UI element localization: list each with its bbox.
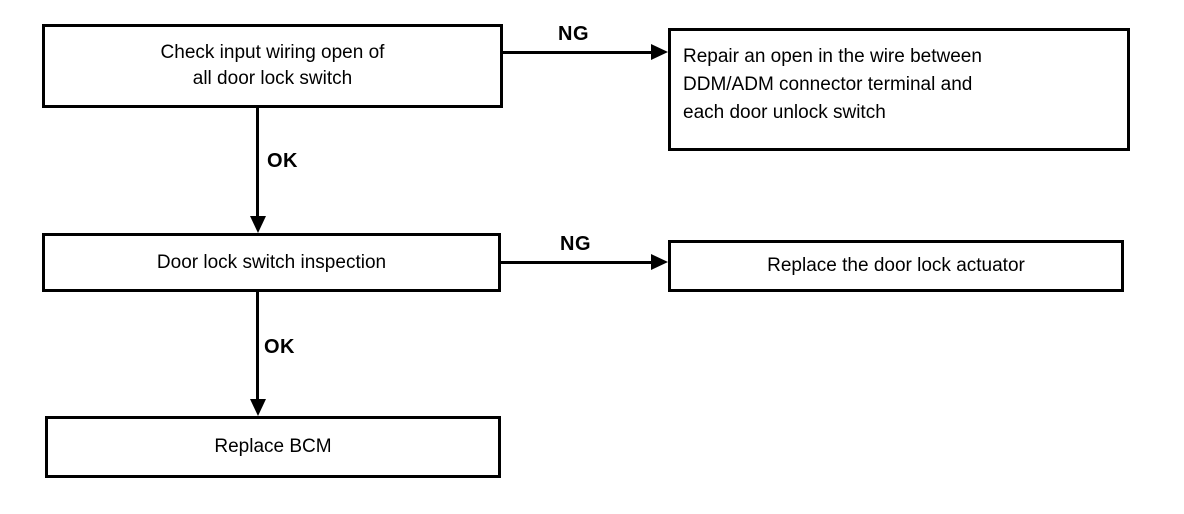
- node-text-line: all door lock switch: [192, 68, 353, 89]
- node-replace-door-lock-actuator: Replace the door lock actuator: [668, 240, 1124, 292]
- connector-ok-bottom-line: [256, 292, 259, 402]
- arrow-down-icon: [250, 399, 266, 416]
- node-repair-open-wire: Repair an open in the wire between DDM/A…: [668, 28, 1130, 151]
- edge-label-ng-top: NG: [558, 23, 589, 45]
- node-text-line: each door unlock switch: [683, 102, 886, 123]
- connector-ng-top-line: [503, 51, 653, 54]
- node-check-input-wiring: Check input wiring open of all door lock…: [42, 24, 503, 108]
- edge-label-ok-bottom: OK: [264, 336, 295, 358]
- connector-ng-middle-line: [500, 261, 653, 264]
- node-text-line: Check input wiring open of: [160, 42, 385, 63]
- arrow-down-icon: [250, 216, 266, 233]
- node-text-line: Replace BCM: [214, 436, 332, 457]
- edge-label-ok-top: OK: [267, 150, 298, 172]
- arrow-right-icon: [651, 254, 668, 270]
- node-text-line: Repair an open in the wire between: [683, 46, 982, 67]
- edge-label-ng-middle: NG: [560, 233, 591, 255]
- arrow-right-icon: [651, 44, 668, 60]
- node-text-line: Door lock switch inspection: [156, 251, 387, 273]
- node-replace-bcm: Replace BCM: [45, 416, 501, 478]
- node-text-line: Replace the door lock actuator: [767, 255, 1025, 276]
- connector-ok-top-line: [256, 107, 259, 219]
- node-text-line: DDM/ADM connector terminal and: [683, 74, 973, 95]
- node-door-lock-switch-inspection: Door lock switch inspection: [42, 233, 501, 292]
